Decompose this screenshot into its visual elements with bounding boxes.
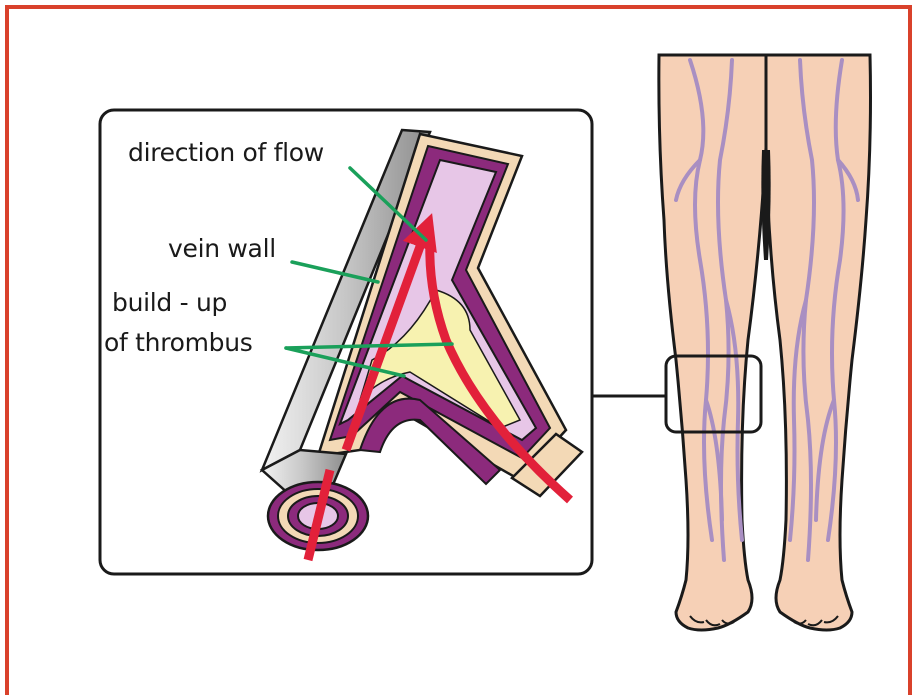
- label-buildup-line2: of thrombus: [104, 328, 253, 358]
- label-direction-of-flow: direction of flow: [128, 138, 324, 168]
- right-leg: [766, 55, 871, 630]
- legs-illustration: [659, 55, 871, 630]
- left-leg: [659, 55, 766, 630]
- label-vein-wall: vein wall: [168, 234, 276, 264]
- label-buildup-line1: build - up: [112, 288, 227, 318]
